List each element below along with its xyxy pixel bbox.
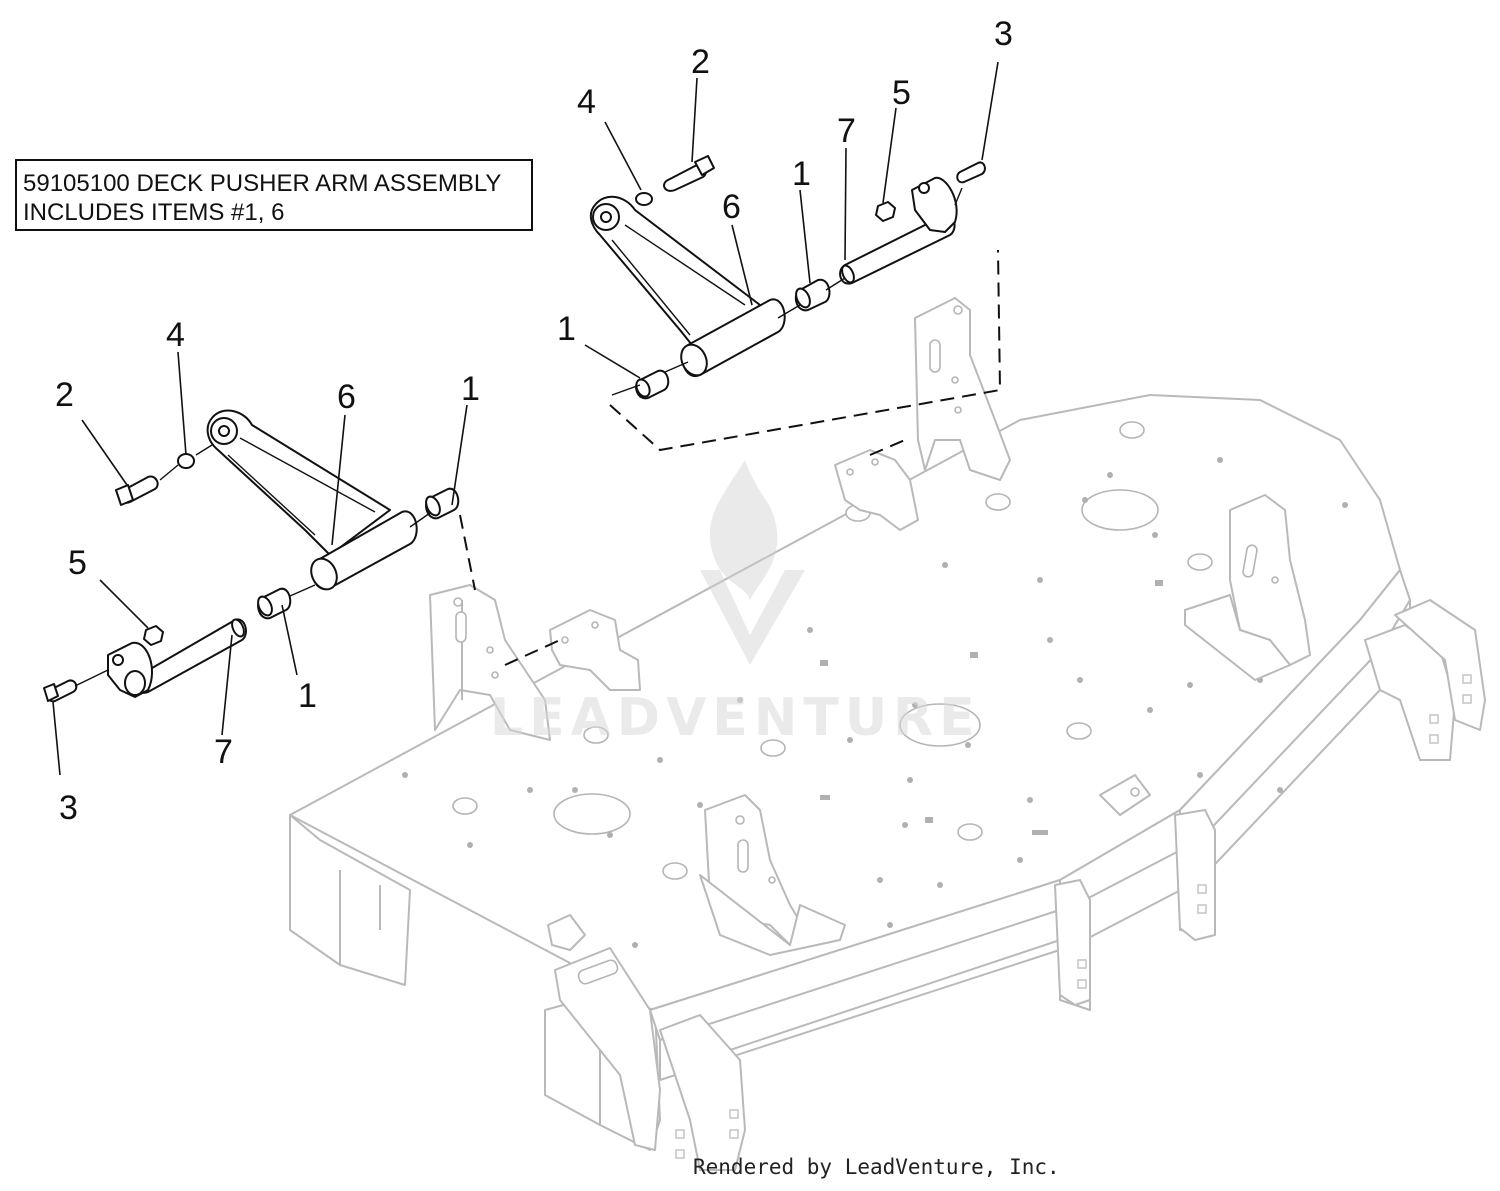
deck-front-plate [554,947,661,1151]
rail-bracket-1 [1054,879,1091,1006]
right-pusher-arm-assembly [589,155,1002,452]
callout-1-right-left: 1 [557,310,576,348]
callout-numbers: 2 3 4 5 7 1 6 1 4 2 6 1 5 1 7 3 [55,15,1013,827]
right-assembly-dashed-outline [609,249,1002,452]
left-pusher-arm-assembly [43,409,906,703]
flame-logo-icon [709,460,778,600]
callout-1-left-top: 1 [461,370,480,408]
rail-bracket-5 [659,1014,746,1171]
deck-hitch-plate [1099,774,1151,816]
callout-4-left: 4 [166,316,185,354]
left-mount-bracket-front [549,609,641,691]
deck-front-latch [547,914,586,951]
left-washer-4 [177,453,195,469]
deck-bosses [452,421,1213,880]
callout-2-right: 2 [691,43,710,81]
right-washer-4 [635,192,653,206]
callout-6-right: 6 [722,188,741,226]
callout-3-right: 3 [994,15,1013,53]
deck-bracket-right [1229,494,1311,666]
assembly-note-line2: INCLUDES ITEMS #1, 6 [23,199,285,226]
right-mount-bracket-front [834,449,919,531]
assembly-note-box: 59105100 DECK PUSHER ARM ASSEMBLY INCLUD… [15,159,533,231]
deck-left-skirt [289,814,411,986]
spindle-opening-right [1081,489,1159,531]
spindle-opening-center [899,703,981,747]
callout-1-left-bottom: 1 [298,677,317,715]
leadventure-watermark: LEADVENTURE [490,460,981,748]
callout-6-left: 6 [337,378,356,416]
watermark-text: LEADVENTURE [490,688,981,748]
mower-deck [289,297,1486,1171]
callout-7-right: 7 [837,112,856,150]
callout-5-left: 5 [68,544,87,582]
callout-leaders [52,61,999,776]
left-nut-5 [143,625,164,646]
callout-5-right: 5 [892,74,911,112]
callout-3-left: 3 [59,789,78,827]
render-credit: Rendered by LeadVenture, Inc. [693,1155,1060,1179]
right-bolt-3 [956,161,986,184]
callout-7-left: 7 [214,733,233,771]
spindle-opening-left [553,793,631,835]
rail-bracket-2 [1174,809,1216,941]
right-nut-5 [875,201,896,222]
callout-4-right: 4 [577,83,596,121]
callout-2-left: 2 [55,376,74,414]
callout-1-right-top: 1 [792,155,811,193]
assembly-note-line1: 59105100 DECK PUSHER ARM ASSEMBLY [23,170,502,197]
